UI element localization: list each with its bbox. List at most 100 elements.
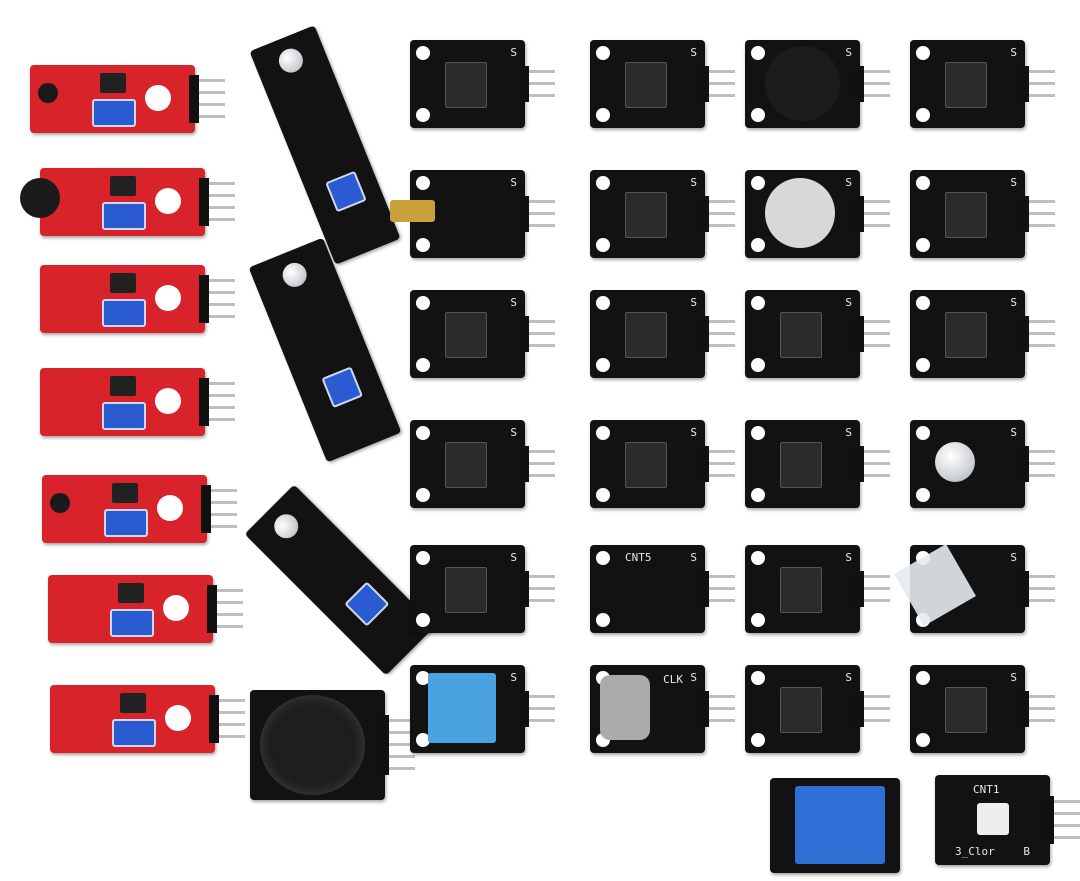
header-pin <box>864 707 890 710</box>
header-pin <box>209 206 235 209</box>
header-pin <box>864 599 890 602</box>
header-pin <box>709 94 735 97</box>
sensor-module: S <box>410 40 555 128</box>
potentiometer <box>102 402 146 430</box>
led <box>935 442 975 482</box>
header-pin <box>1029 707 1055 710</box>
header-pin <box>709 450 735 453</box>
header-pin <box>1029 719 1055 722</box>
mounting-hole <box>751 488 765 502</box>
header-pin <box>1029 224 1055 227</box>
dht-sensor <box>428 673 496 743</box>
mounting-hole <box>416 296 430 310</box>
header-pin <box>864 474 890 477</box>
rgb-module-label: CNT1 <box>973 783 1000 796</box>
tracking-sensor-module <box>244 484 436 676</box>
relay-module <box>770 778 900 873</box>
pin-header <box>1019 66 1029 102</box>
mounting-hole <box>751 426 765 440</box>
ic-chip <box>118 583 144 603</box>
mounting-hole <box>916 108 930 122</box>
pin-header <box>854 571 864 607</box>
header-pin <box>864 94 890 97</box>
pin-header <box>854 446 864 482</box>
component <box>780 442 822 488</box>
sensor-module: S <box>410 665 555 753</box>
header-pin <box>529 462 555 465</box>
pin-header <box>1019 196 1029 232</box>
header-pin <box>211 525 237 528</box>
header-pin <box>709 200 735 203</box>
component <box>625 62 667 108</box>
mounting-hole <box>596 551 610 565</box>
header-pin <box>209 418 235 421</box>
header-pin <box>709 719 735 722</box>
header-pin <box>1054 836 1080 839</box>
signal-pin-label: S <box>510 426 517 439</box>
header-pin <box>709 587 735 590</box>
component <box>445 312 487 358</box>
header-pin <box>864 212 890 215</box>
header-pin <box>864 320 890 323</box>
component <box>780 567 822 613</box>
mounting-hole <box>155 188 181 214</box>
header-pin <box>529 320 555 323</box>
pin-header <box>519 196 529 232</box>
header-pin <box>217 589 243 592</box>
pin-header <box>519 446 529 482</box>
header-pin <box>211 501 237 504</box>
pin-header <box>519 691 529 727</box>
signal-pin-label: S <box>690 46 697 59</box>
header-pin <box>219 711 245 714</box>
tracking-sensor-module <box>249 25 401 265</box>
pin-header <box>189 75 199 123</box>
header-pin <box>864 695 890 698</box>
pin-header <box>854 66 864 102</box>
signal-pin-label: S <box>690 671 697 684</box>
relay <box>795 786 885 864</box>
signal-pin-label: S <box>1010 671 1017 684</box>
header-pin <box>1029 212 1055 215</box>
signal-pin-label: S <box>845 176 852 189</box>
signal-pin-label: S <box>690 176 697 189</box>
header-pin <box>529 212 555 215</box>
mounting-hole <box>416 613 430 627</box>
header-pin <box>1029 70 1055 73</box>
mounting-hole <box>416 176 430 190</box>
sensor-module: S <box>590 420 735 508</box>
header-pin <box>1029 332 1055 335</box>
mounting-hole <box>916 176 930 190</box>
header-pin <box>1029 474 1055 477</box>
pin-header <box>199 178 209 226</box>
mounting-hole <box>596 238 610 252</box>
component <box>945 687 987 733</box>
mounting-hole <box>751 358 765 372</box>
header-pin <box>709 462 735 465</box>
pin-header <box>699 571 709 607</box>
component <box>445 567 487 613</box>
header-pin <box>219 723 245 726</box>
header-pin <box>1029 320 1055 323</box>
signal-pin-label: S <box>690 551 697 564</box>
signal-pin-label: S <box>845 46 852 59</box>
microphone <box>20 178 60 218</box>
header-pin <box>209 182 235 185</box>
mounting-hole <box>596 108 610 122</box>
buzzer <box>765 46 840 121</box>
header-pin <box>209 291 235 294</box>
red-sensor-module <box>30 65 225 133</box>
signal-pin-label: S <box>1010 46 1017 59</box>
sensor-module: S <box>390 170 555 258</box>
header-pin <box>709 320 735 323</box>
header-pin <box>529 695 555 698</box>
pin-header <box>699 196 709 232</box>
red-sensor-module <box>50 685 245 753</box>
header-pin <box>217 613 243 616</box>
header-pin <box>709 344 735 347</box>
signal-pin-label: S <box>1010 176 1017 189</box>
red-sensor-module <box>20 168 235 236</box>
header-pin <box>389 767 415 770</box>
header-pin <box>709 82 735 85</box>
red-sensor-module <box>42 475 237 543</box>
